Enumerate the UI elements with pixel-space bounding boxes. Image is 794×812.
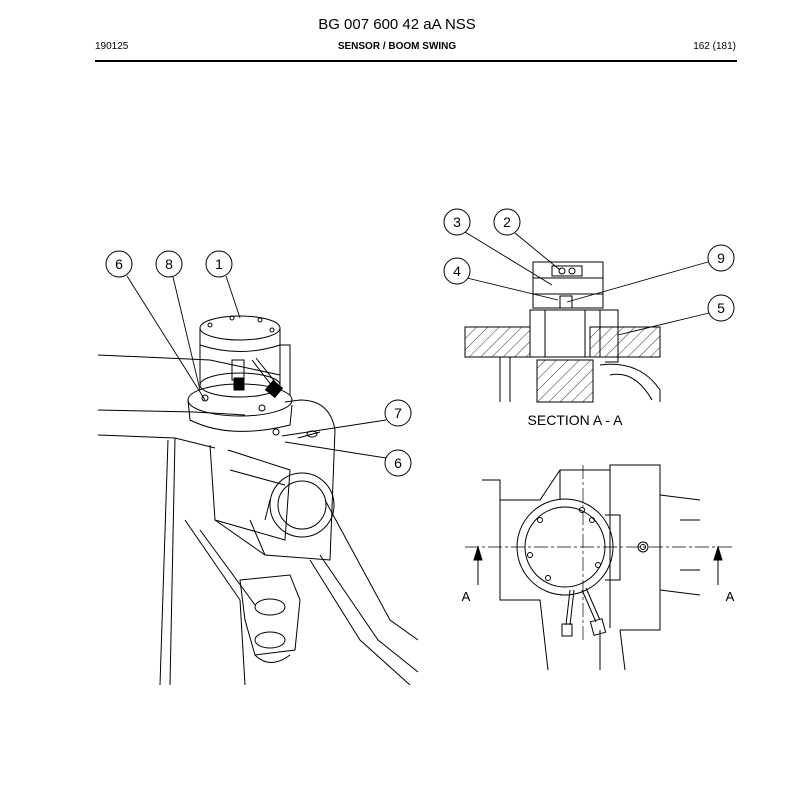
leader-lines (126, 231, 710, 459)
callout-2: 2 (493, 208, 521, 236)
callout-5: 5 (707, 294, 735, 322)
svg-text:8: 8 (165, 256, 173, 272)
section-title: SENSOR / BOOM SWING (337, 41, 457, 52)
callout-7: 7 (384, 399, 412, 427)
document-number: BG 007 600 42 aA NSS (318, 16, 476, 33)
svg-text:4: 4 (453, 263, 461, 279)
svg-text:7: 7 (394, 405, 402, 421)
callout-6-left: 6 (105, 250, 133, 278)
callout-1: 1 (205, 250, 233, 278)
callout-9: 9 (707, 244, 735, 272)
callout-8: 8 (155, 250, 183, 278)
main-assembly-view (97, 315, 419, 686)
svg-text:5: 5 (717, 300, 725, 316)
date-code: 190125 (95, 41, 129, 52)
callout-6-right: 6 (384, 449, 412, 477)
section-label-right: A (726, 589, 735, 604)
section-marker-left (473, 545, 483, 585)
svg-text:2: 2 (503, 214, 511, 230)
section-marker-right (713, 545, 723, 585)
page-number: 162 (181) (693, 41, 736, 52)
svg-text:6: 6 (115, 256, 123, 272)
section-caption: SECTION A - A (528, 412, 624, 428)
section-a-a-view (464, 261, 661, 403)
section-label-left: A (462, 589, 471, 604)
header-rule (95, 60, 737, 62)
svg-text:3: 3 (453, 214, 461, 230)
svg-text:9: 9 (717, 250, 725, 266)
top-view (465, 464, 735, 671)
svg-text:1: 1 (215, 256, 223, 272)
svg-text:6: 6 (394, 455, 402, 471)
callout-4: 4 (443, 257, 471, 285)
callout-3: 3 (443, 208, 471, 236)
